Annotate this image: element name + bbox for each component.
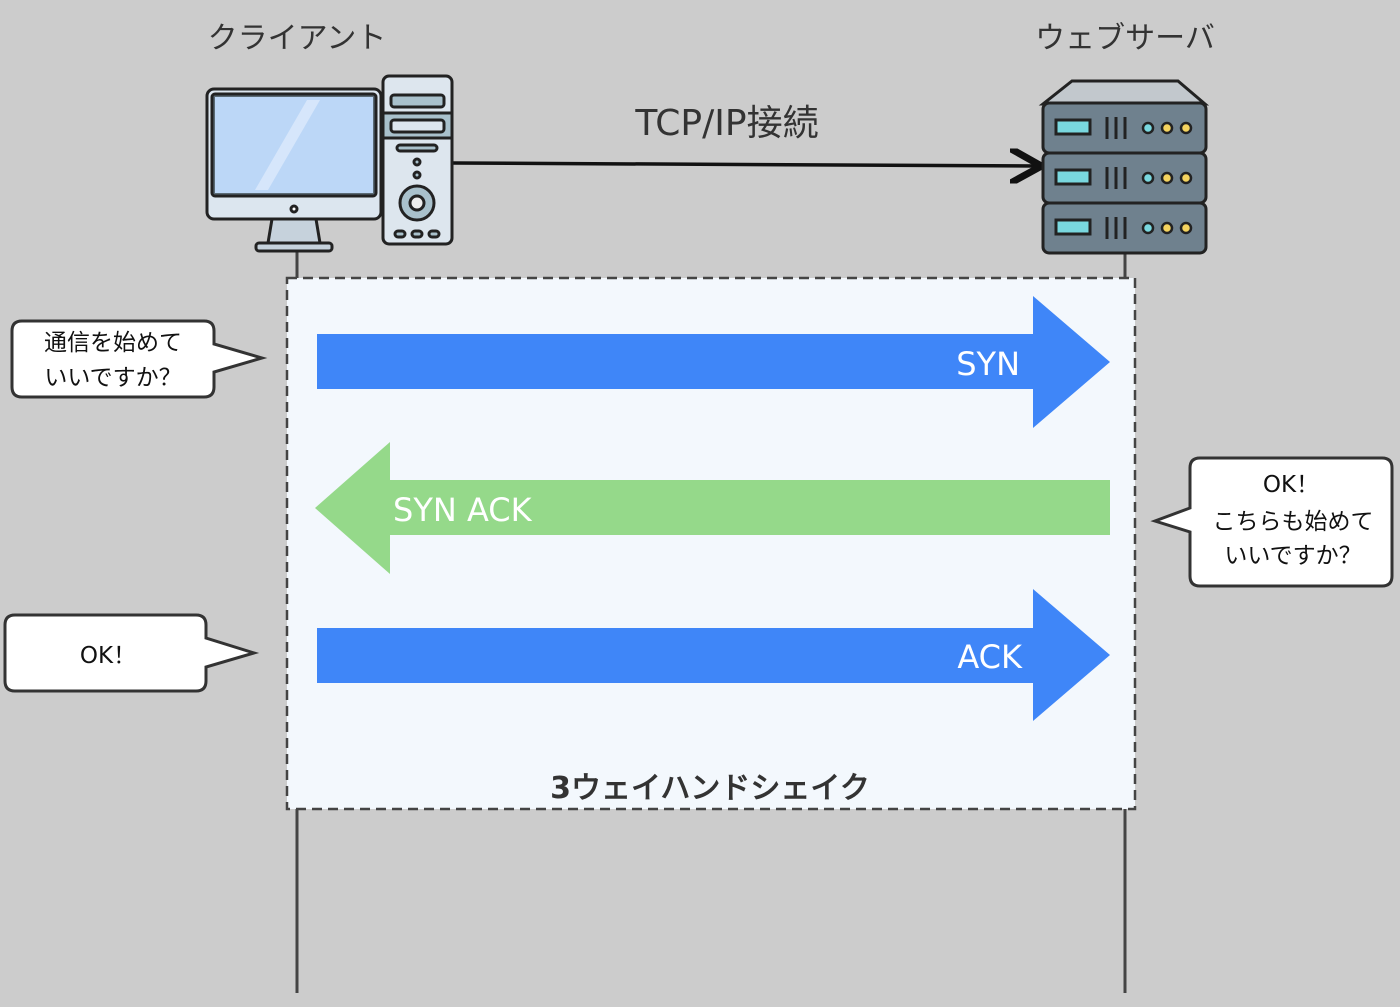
client-bubble-1: 通信を始めて いいですか？	[10, 319, 268, 399]
ack-label: ACK	[957, 638, 1023, 676]
syn-label: SYN	[956, 345, 1020, 383]
connection-label: TCP/IP接続	[634, 103, 818, 144]
syn-ack-arrow	[315, 442, 1110, 574]
handshake-label: 3ウェイハンドシェイク	[550, 771, 870, 806]
svg-text:通信を始めて: 通信を始めて	[44, 330, 182, 356]
syn-arrow	[317, 296, 1110, 428]
server-bubble-1: OK！ こちらも始めて いいですか？	[1150, 456, 1394, 588]
connection-arrow	[452, 163, 1038, 166]
ack-arrow	[317, 589, 1110, 721]
server-label: ウェブサーバ	[1035, 21, 1215, 56]
svg-text:こちらも始めて: こちらも始めて	[1213, 509, 1374, 535]
client-label: クライアント	[208, 21, 387, 56]
client-bubble-2: OK！	[3, 613, 260, 693]
svg-text:いいですか？: いいですか？	[1224, 543, 1361, 569]
svg-text:いいですか？: いいですか？	[44, 365, 181, 391]
desktop-computer-icon	[205, 74, 454, 253]
syn-ack-label: SYN ACK	[393, 491, 533, 529]
server-rack-icon	[1038, 79, 1210, 255]
svg-text:OK！: OK！	[80, 643, 136, 669]
svg-text:OK！: OK！	[1263, 472, 1319, 498]
